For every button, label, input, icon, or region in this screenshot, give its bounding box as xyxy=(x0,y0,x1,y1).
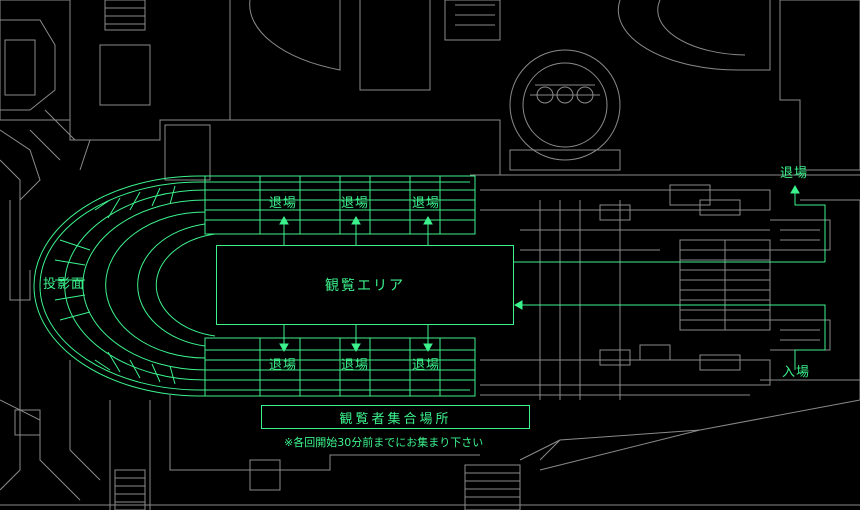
viewing-area-label: 観覧エリア xyxy=(325,278,405,294)
exit-label-right: 退場 xyxy=(780,166,809,181)
route-arrows xyxy=(279,184,826,370)
exit-label-bottom-3: 退場 xyxy=(412,358,441,373)
gathering-place-label: 観覧者集合場所 xyxy=(339,411,452,427)
gathering-place: 観覧者集合場所 xyxy=(261,405,530,429)
entrance-label: 入場 xyxy=(782,365,811,380)
exit-label-bottom-1: 退場 xyxy=(269,358,298,373)
exit-label-bottom-2: 退場 xyxy=(341,358,370,373)
exit-label-top-2: 退場 xyxy=(341,196,370,211)
gathering-note: ※各回開始30分前までにお集まり下さい xyxy=(284,436,484,449)
exit-label-top-1: 退場 xyxy=(269,196,298,211)
dome-seating xyxy=(33,175,476,397)
exit-label-top-3: 退場 xyxy=(412,196,441,211)
viewing-area: 観覧エリア xyxy=(216,245,514,325)
projection-surface-label: 投影面 xyxy=(43,277,86,292)
